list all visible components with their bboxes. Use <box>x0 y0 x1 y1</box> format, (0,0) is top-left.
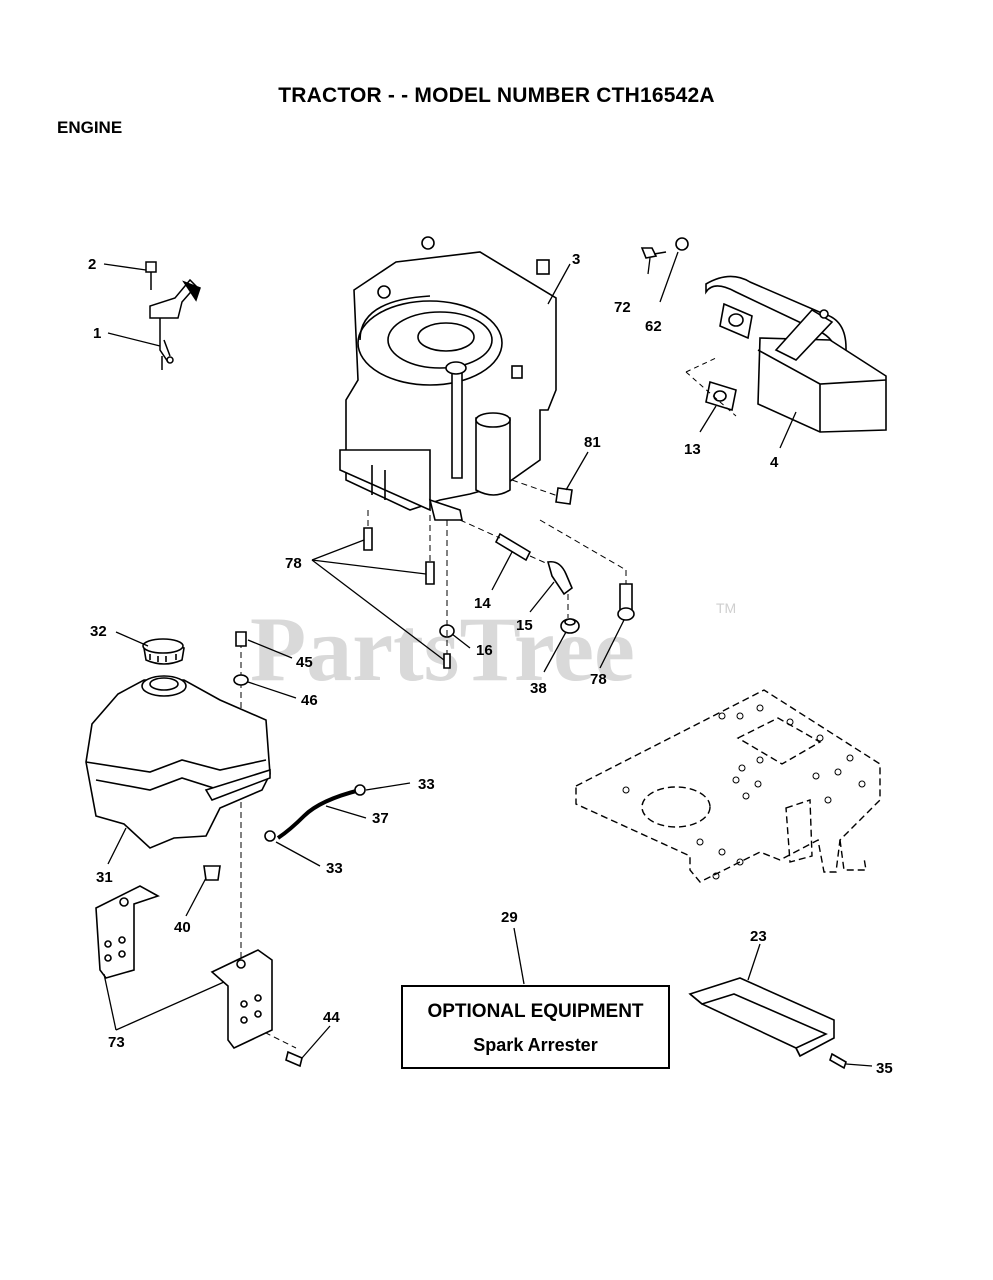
watermark-text: PartsTree <box>250 598 635 700</box>
callout-45: 45 <box>296 654 313 671</box>
optional-equipment-heading: OPTIONAL EQUIPMENT <box>427 1001 644 1022</box>
callout-4: 4 <box>770 454 779 471</box>
callout-15: 15 <box>516 617 533 634</box>
callout-2: 2 <box>88 256 96 273</box>
gasket-dash-guides <box>685 357 737 417</box>
callout-23: 23 <box>750 928 767 945</box>
optional-equipment-box: OPTIONAL EQUIPMENT Spark Arrester <box>401 985 670 1069</box>
callout-44: 44 <box>323 1009 340 1026</box>
heat-shield-drawing <box>688 977 847 1070</box>
muffler-drawing <box>640 237 887 433</box>
watermark-trademark: TM <box>716 600 736 616</box>
callout-32: 32 <box>90 623 107 640</box>
frame-plate-holes <box>622 704 866 880</box>
callout-13: 13 <box>684 441 701 458</box>
callout-31: 31 <box>96 869 113 886</box>
frame-plate-drawing <box>575 689 881 883</box>
callout-72: 72 <box>614 299 631 316</box>
callout-35: 35 <box>876 1060 893 1077</box>
fuel-tank-drawing <box>85 631 366 1068</box>
callout-33-top: 33 <box>418 776 435 793</box>
throttle-control-drawing <box>145 261 201 370</box>
callout-33-bottom: 33 <box>326 860 343 877</box>
callout-3: 3 <box>572 251 580 268</box>
section-title: ENGINE <box>57 118 123 137</box>
callout-78-right: 78 <box>590 671 607 688</box>
callout-37: 37 <box>372 810 389 827</box>
callout-62: 62 <box>645 318 662 335</box>
callout-29: 29 <box>501 909 518 926</box>
optional-equipment-item: Spark Arrester <box>473 1035 598 1055</box>
callout-38: 38 <box>530 680 547 697</box>
callout-73: 73 <box>108 1034 125 1051</box>
page-title: TRACTOR - - MODEL NUMBER CTH16542A <box>278 84 715 107</box>
fuel-fittings-drawing <box>363 487 635 669</box>
callout-78-left: 78 <box>285 555 302 572</box>
callout-46: 46 <box>301 692 318 709</box>
engine-drawing <box>339 236 557 521</box>
callout-40: 40 <box>174 919 191 936</box>
callout-16: 16 <box>476 642 493 659</box>
callout-1: 1 <box>93 325 101 342</box>
callout-labels: 1 2 3 72 62 13 4 81 78 14 15 16 38 78 32… <box>88 251 893 1077</box>
callout-14: 14 <box>474 595 491 612</box>
callout-81: 81 <box>584 434 601 451</box>
leader-lines <box>103 251 873 1067</box>
